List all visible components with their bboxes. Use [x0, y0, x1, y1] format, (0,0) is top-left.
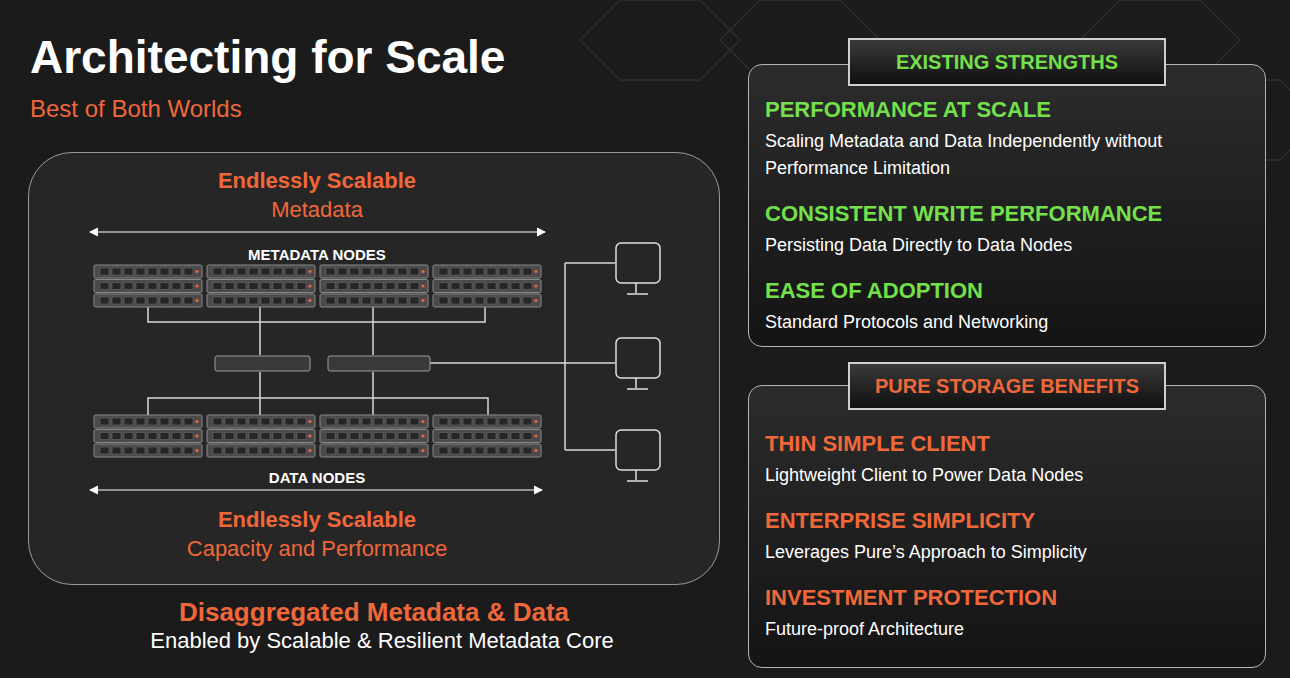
section-title: PURE STORAGE BENEFITS: [875, 375, 1139, 398]
tier-text: Capacity and Performance: [187, 536, 447, 562]
summary-text: Enabled by Scalable & Resilient Metadata…: [150, 627, 614, 655]
architecture-panel: Endlessly ScalableMetadataMETADATA NODES…: [28, 152, 720, 585]
client-monitors: [616, 243, 660, 481]
feature-panel: PERFORMANCE AT SCALE Scaling Metadata and…: [748, 64, 1266, 347]
span-arrow: [90, 231, 545, 232]
feature-title: PERFORMANCE AT SCALE: [765, 96, 1265, 124]
summary-heading: Disaggregated Metadata & Data: [179, 597, 569, 627]
feature-panel: THIN SIMPLE CLIENT Lightweight Client to …: [748, 385, 1266, 668]
switches: [215, 356, 430, 371]
server-racks: [94, 265, 541, 457]
feature-text: Leverages Pure’s Approach to Simplicity: [765, 539, 1225, 566]
tier-heading: Endlessly Scalable: [218, 507, 416, 533]
row-label: METADATA NODES: [248, 242, 386, 268]
title: Architecting for Scale: [30, 30, 505, 84]
row-label: DATA NODES: [269, 465, 365, 491]
span-arrow: [90, 489, 542, 490]
feature-text: Lightweight Client to Power Data Nodes: [765, 462, 1225, 489]
tier-heading: Endlessly Scalable: [218, 168, 416, 194]
feature-text: Persisting Data Directly to Data Nodes: [765, 232, 1225, 259]
feature-title: ENTERPRISE SIMPLICITY: [765, 507, 1265, 535]
feature-title: EASE OF ADOPTION: [765, 277, 1265, 305]
panel-ground: [28, 152, 720, 585]
subtitle: Best of Both Worlds: [30, 94, 242, 124]
network-wires: [148, 263, 615, 450]
section-title: EXISTING STRENGTHS: [896, 51, 1118, 74]
feature-text: Standard Protocols and Networking: [765, 309, 1225, 336]
feature-text: Scaling Metadata and Data Independently …: [765, 128, 1225, 182]
section-header: PURE STORAGE BENEFITS: [848, 362, 1166, 410]
tier-text: Metadata: [271, 197, 363, 223]
feature-title: INVESTMENT PROTECTION: [765, 584, 1265, 612]
feature-text: Future-proof Architecture: [765, 616, 1225, 643]
feature-title: CONSISTENT WRITE PERFORMANCE: [765, 200, 1265, 228]
section-header: EXISTING STRENGTHS: [848, 38, 1166, 86]
feature-title: THIN SIMPLE CLIENT: [765, 430, 1265, 458]
